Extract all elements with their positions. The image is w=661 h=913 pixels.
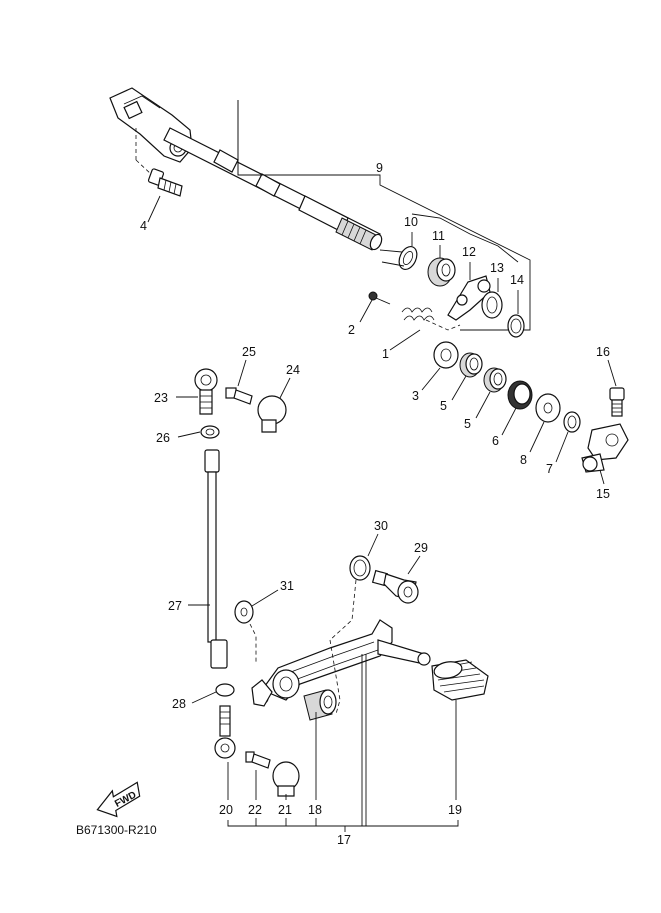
part-2-screw	[359, 291, 391, 323]
part-20-rod-end	[214, 705, 236, 759]
part-6-seal	[501, 380, 533, 436]
part-1-spring	[389, 307, 461, 351]
label-18: 18	[308, 803, 322, 817]
label-1: 1	[382, 347, 389, 361]
label-6: 6	[492, 434, 499, 448]
part-31-washer	[234, 589, 279, 664]
shift-pedal-arm	[251, 619, 431, 707]
part-26-nut	[177, 425, 220, 439]
label-20: 20	[219, 803, 233, 817]
label-11: 11	[432, 229, 445, 243]
part-8-washer	[529, 393, 561, 453]
label-9: 9	[376, 161, 383, 175]
part-15-lever	[581, 423, 629, 485]
label-26: 26	[156, 431, 170, 445]
bracket-17	[227, 654, 459, 832]
label-2: 2	[348, 323, 355, 337]
part-10-spring	[379, 246, 418, 270]
label-23: 23	[154, 391, 168, 405]
part-14-circlip	[507, 314, 525, 338]
part-7-circlip	[555, 411, 581, 463]
label-25: 25	[242, 345, 256, 359]
label-14: 14	[510, 273, 524, 287]
label-4: 4	[140, 219, 147, 233]
part-18-collar	[303, 639, 341, 721]
label-30: 30	[374, 519, 388, 533]
part-27-rod	[188, 449, 228, 669]
part-28-nut	[191, 683, 235, 704]
label-28: 28	[172, 697, 186, 711]
label-7: 7	[546, 462, 553, 476]
label-10: 10	[404, 215, 418, 229]
fwd-arrow-icon: FWD	[96, 781, 141, 818]
label-3: 3	[412, 389, 419, 403]
label-8: 8	[520, 453, 527, 467]
label-31: 31	[280, 579, 294, 593]
diagram-code: B671300-R210	[76, 823, 157, 837]
part-22-bolt	[245, 751, 271, 769]
part-16-bolt	[607, 359, 625, 417]
label-17: 17	[337, 833, 351, 847]
label-5b: 5	[464, 417, 471, 431]
part-29-bolt	[371, 555, 421, 604]
label-22: 22	[248, 803, 262, 817]
part-5-bearing-a	[451, 352, 483, 401]
leader-9	[237, 100, 531, 331]
part-11-collar	[427, 257, 456, 287]
part-5-bearing-b	[475, 367, 507, 419]
part-13-washer	[481, 291, 503, 319]
label-16: 16	[596, 345, 610, 359]
label-5a: 5	[440, 399, 447, 413]
part-25-bolt	[225, 359, 253, 405]
label-12: 12	[462, 245, 476, 259]
label-21: 21	[278, 803, 292, 817]
part-24-cover	[257, 377, 291, 433]
label-15: 15	[596, 487, 610, 501]
part-23-rod-end	[176, 368, 218, 415]
label-29: 29	[414, 541, 428, 555]
label-19: 19	[448, 803, 462, 817]
part-19-pedal-rubber	[431, 659, 489, 701]
part-21-cover	[272, 761, 300, 797]
shift-shaft	[109, 87, 383, 251]
label-13: 13	[490, 261, 504, 275]
part-3-washer	[421, 341, 459, 391]
part-12-arm	[447, 275, 491, 321]
label-27: 27	[168, 599, 182, 613]
part-4-bolt	[135, 128, 183, 223]
leaders-10-14	[411, 213, 519, 314]
label-24: 24	[286, 363, 300, 377]
fwd-label: FWD	[113, 790, 138, 810]
part-30-circlip	[329, 533, 379, 641]
